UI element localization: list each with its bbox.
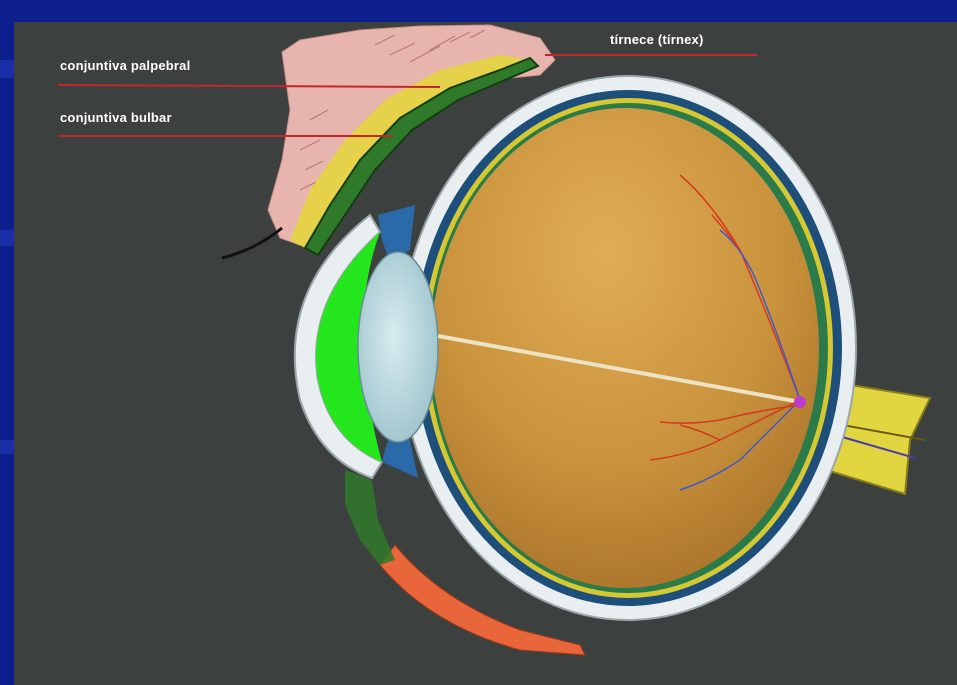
lens xyxy=(358,252,438,442)
leader-line-tarsus xyxy=(545,54,757,56)
eyelash xyxy=(222,228,282,258)
lower-lid-tissue xyxy=(345,470,395,565)
leader-line-bulbar xyxy=(58,135,393,137)
optic-disc xyxy=(794,396,806,408)
label-tarsus: tírnece (tírnex) xyxy=(610,32,704,47)
label-conjuntiva-bulbar: conjuntiva bulbar xyxy=(60,110,172,125)
vitreous-body xyxy=(431,108,819,588)
label-conjuntiva-palpebral: conjuntiva palpebral xyxy=(60,58,190,73)
